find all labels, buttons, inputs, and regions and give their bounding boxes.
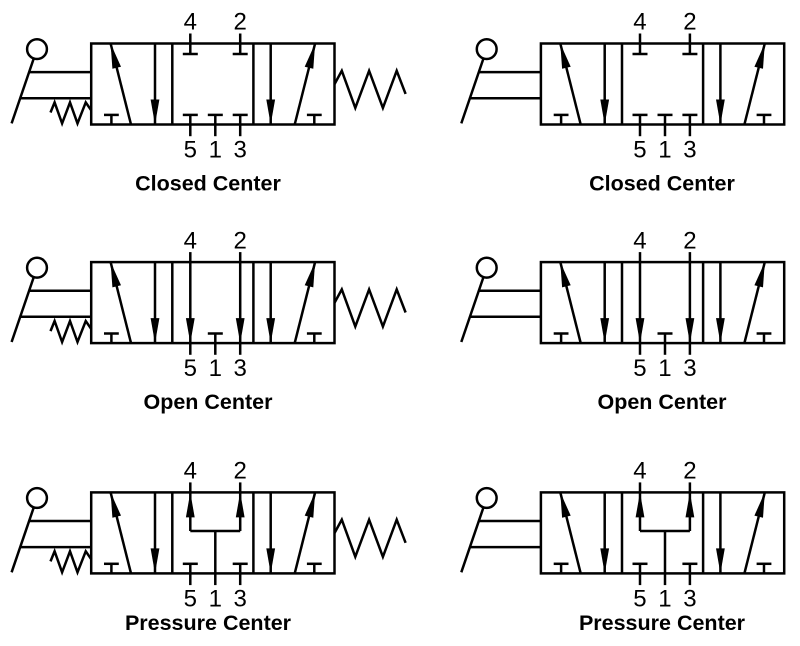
svg-text:Closed Center: Closed Center xyxy=(135,171,281,195)
svg-text:Open Center: Open Center xyxy=(143,390,273,414)
svg-text:Open Center: Open Center xyxy=(597,390,727,414)
svg-text:Closed Center: Closed Center xyxy=(589,171,735,195)
svg-text:Pressure Center: Pressure Center xyxy=(125,611,292,635)
svg-text:Pressure Center: Pressure Center xyxy=(579,611,746,635)
